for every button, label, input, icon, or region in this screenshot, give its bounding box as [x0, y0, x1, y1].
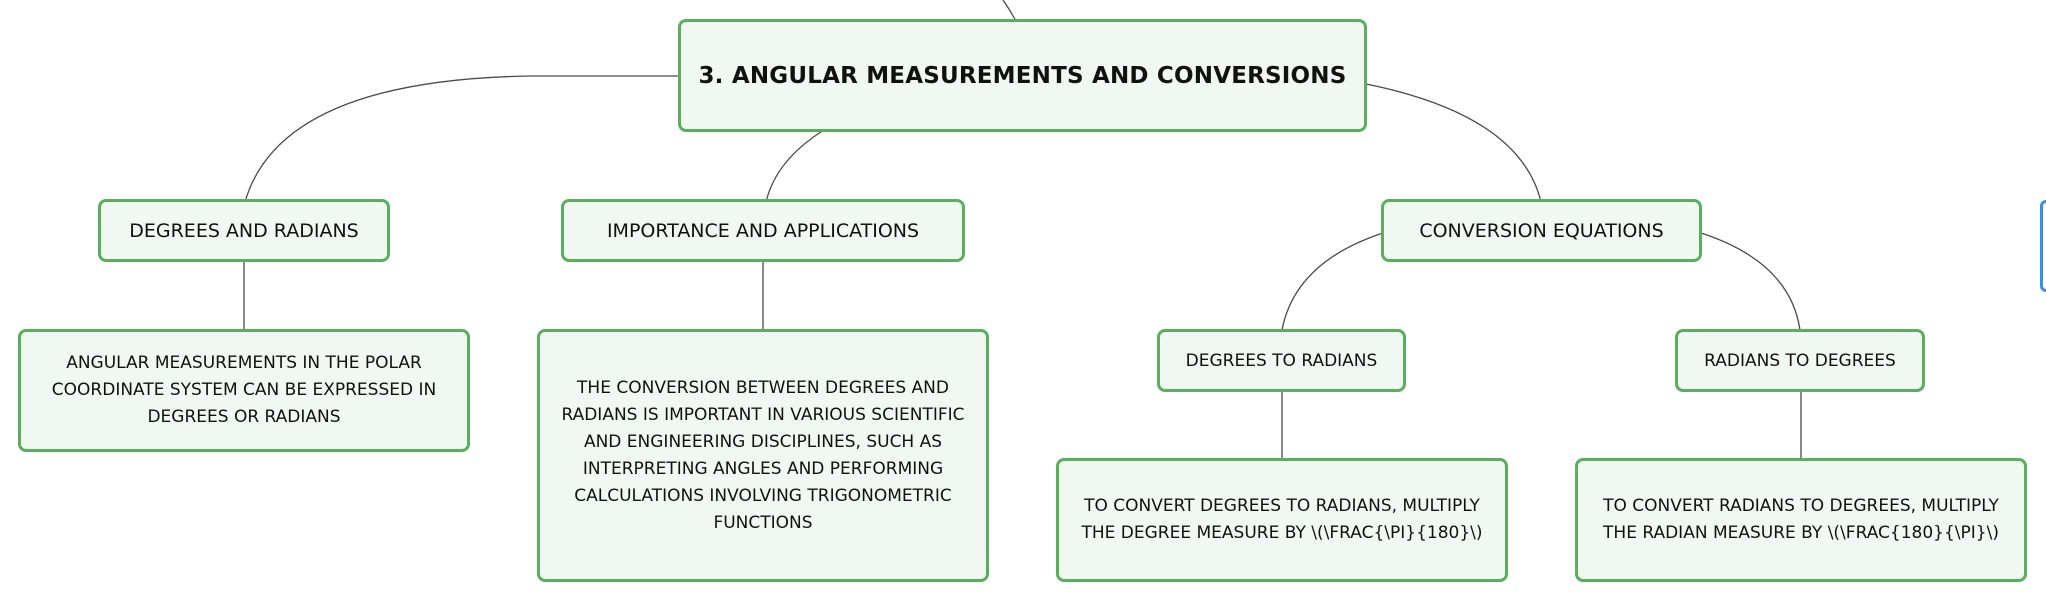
connector-root-to-conversion-equations — [1365, 83, 1542, 203]
connector-upstream — [1002, 0, 1017, 22]
offscreen-selected-node-edge[interactable] — [2040, 200, 2046, 292]
detail-degrees-and-radians[interactable]: Angular measurements in the polar coordi… — [18, 329, 470, 452]
root-topic-node[interactable]: 3. Angular Measurements and Conversions — [678, 19, 1367, 132]
subtopic-degrees-to-radians[interactable]: Degrees to Radians — [1157, 329, 1406, 392]
connector-root-to-degrees-and-radians — [244, 75, 680, 203]
detail-importance-and-applications[interactable]: The conversion between degrees and radia… — [537, 329, 989, 582]
topic-importance-and-applications[interactable]: Importance and Applications — [561, 199, 965, 262]
detail-radians-to-degrees[interactable]: To convert radians to degrees, multiply … — [1575, 458, 2027, 582]
connector-conversion-to-radians-to-degrees — [1700, 232, 1801, 331]
subtopic-radians-to-degrees[interactable]: Radians to Degrees — [1675, 329, 1925, 392]
connector-root-to-importance — [765, 129, 825, 203]
topic-conversion-equations[interactable]: Conversion Equations — [1381, 199, 1702, 262]
connector-conversion-to-degrees-to-radians — [1281, 232, 1384, 331]
topic-degrees-and-radians[interactable]: Degrees and Radians — [98, 199, 390, 262]
detail-degrees-to-radians[interactable]: To convert degrees to radians, multiply … — [1056, 458, 1508, 582]
